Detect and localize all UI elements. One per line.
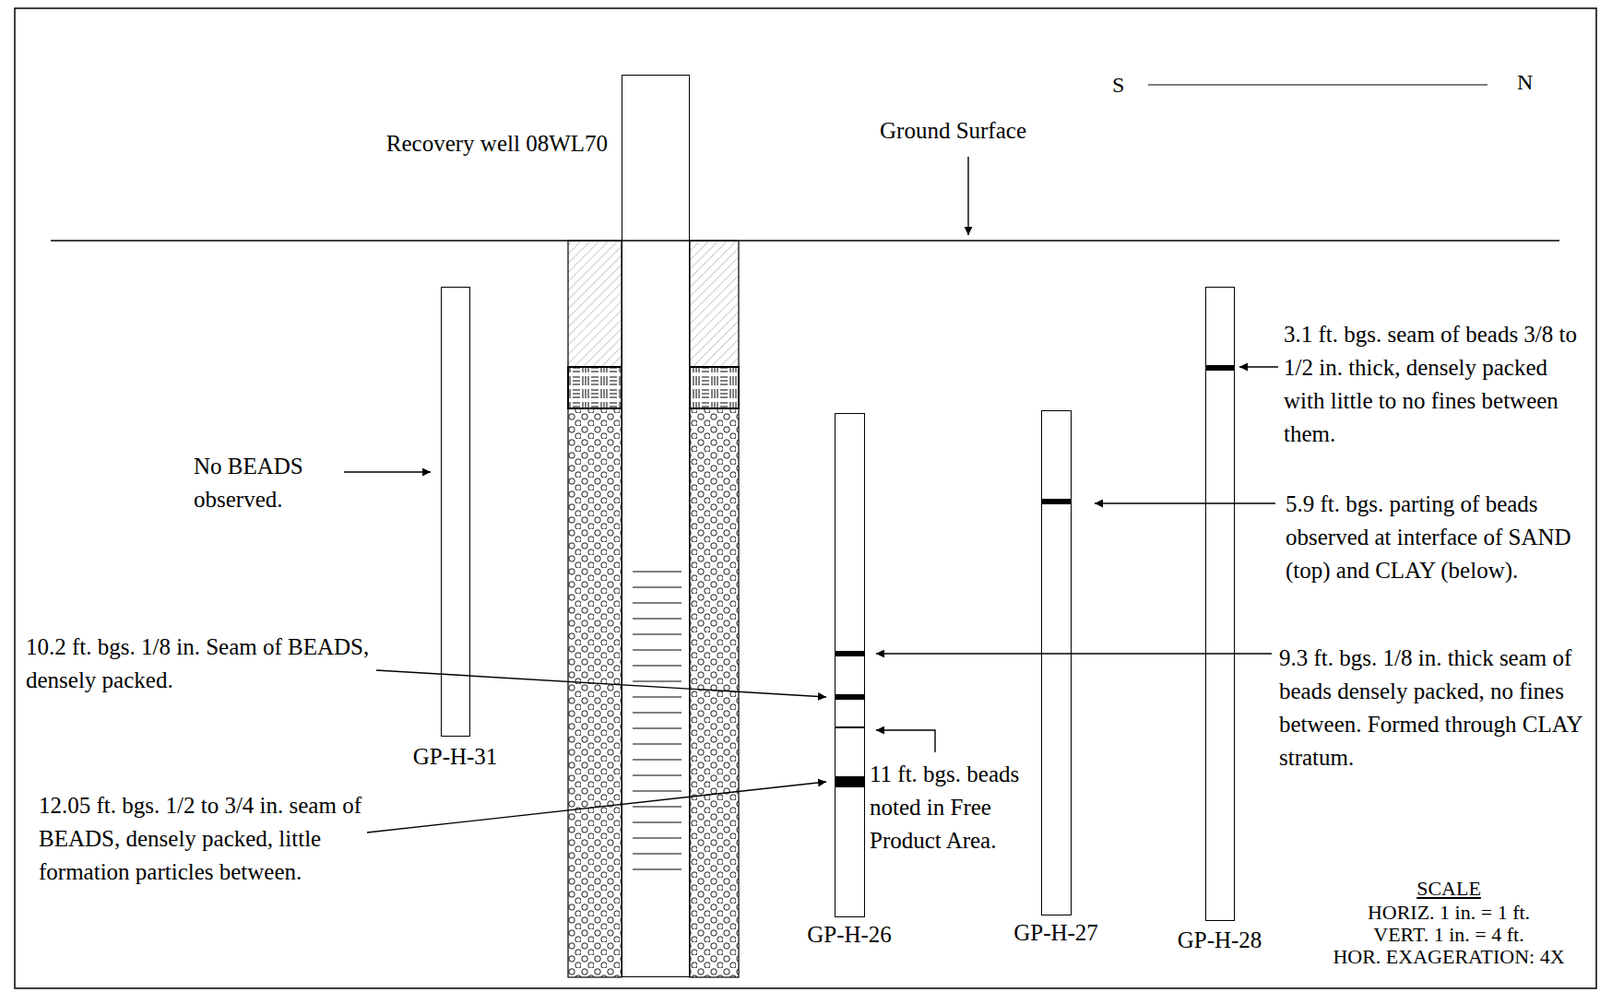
callout-note: 9.3 ft. bgs. 1/8 in. thick seam of beads… [1279,641,1592,775]
direction-label: N [1517,70,1533,95]
leader-line [876,730,936,753]
ground-line [50,239,1560,242]
ground-label: Ground Surface [879,118,1027,143]
orientation-line [1148,83,1488,85]
grout [689,240,739,368]
well-annulus [568,240,739,978]
leader-line [343,471,431,473]
callout-note: No BEADS observed. [193,450,346,517]
bead-seam [834,726,866,729]
callout-note: 11 ft. bgs. beads noted in Free Product … [869,758,1025,858]
borehole-label: GP-H-26 [806,921,892,949]
bead-seam [834,651,866,657]
leader-line [967,156,969,236]
leader-line [1239,366,1279,368]
bentonite-seal [568,367,622,409]
leader-line [367,782,827,833]
leader-line [376,670,827,698]
filter-pack [568,408,622,978]
bead-seam [1041,498,1072,505]
well-casing: Recovery well 08WL70 [621,74,690,978]
callout-note: 3.1 ft. bgs. seam of beads 3/8 to 1/2 in… [1283,318,1592,451]
frame [14,8,1597,989]
bead-seam [1205,365,1235,371]
grout [568,240,622,368]
callout-note: 5.9 ft. bgs. parting of beads observed a… [1285,487,1592,588]
leader-line [1094,502,1276,504]
well-label: Recovery well 08WL70 [386,130,608,158]
borehole-label: GP-H-31 [413,743,498,771]
borehole-label: GP-H-28 [1177,926,1263,955]
borehole-column: GP-H-27 [1041,410,1072,916]
bead-seam [834,776,866,788]
borehole-column: GP-H-31 [440,286,471,737]
well-screen [632,558,682,880]
leaders [343,156,1279,833]
scale-text: HOR. EXAGERATION: 4X [1332,946,1565,969]
callout-note: 10.2 ft. bgs. 1/8 in. Seam of BEADS, den… [25,630,377,698]
borehole-column: GP-H-28 [1205,286,1235,922]
leader-line [876,652,1272,654]
borehole-column: GP-H-26 [834,413,866,918]
bead-seam [834,694,866,700]
borehole-label: GP-H-27 [1013,919,1099,948]
bentonite-seal [689,367,739,409]
callout-note: 12.05 ft. bgs. 1/2 to 3/4 in. seam of BE… [38,789,364,889]
filter-pack [689,408,739,978]
scale-title: SCALE [1416,877,1482,901]
scale-text: HORIZ. 1 in. = 1 ft. [1367,901,1530,925]
bead-seams [834,365,1235,788]
direction-label: S [1112,72,1125,97]
scale-text: VERT. 1 in. = 4 ft. [1373,924,1524,947]
